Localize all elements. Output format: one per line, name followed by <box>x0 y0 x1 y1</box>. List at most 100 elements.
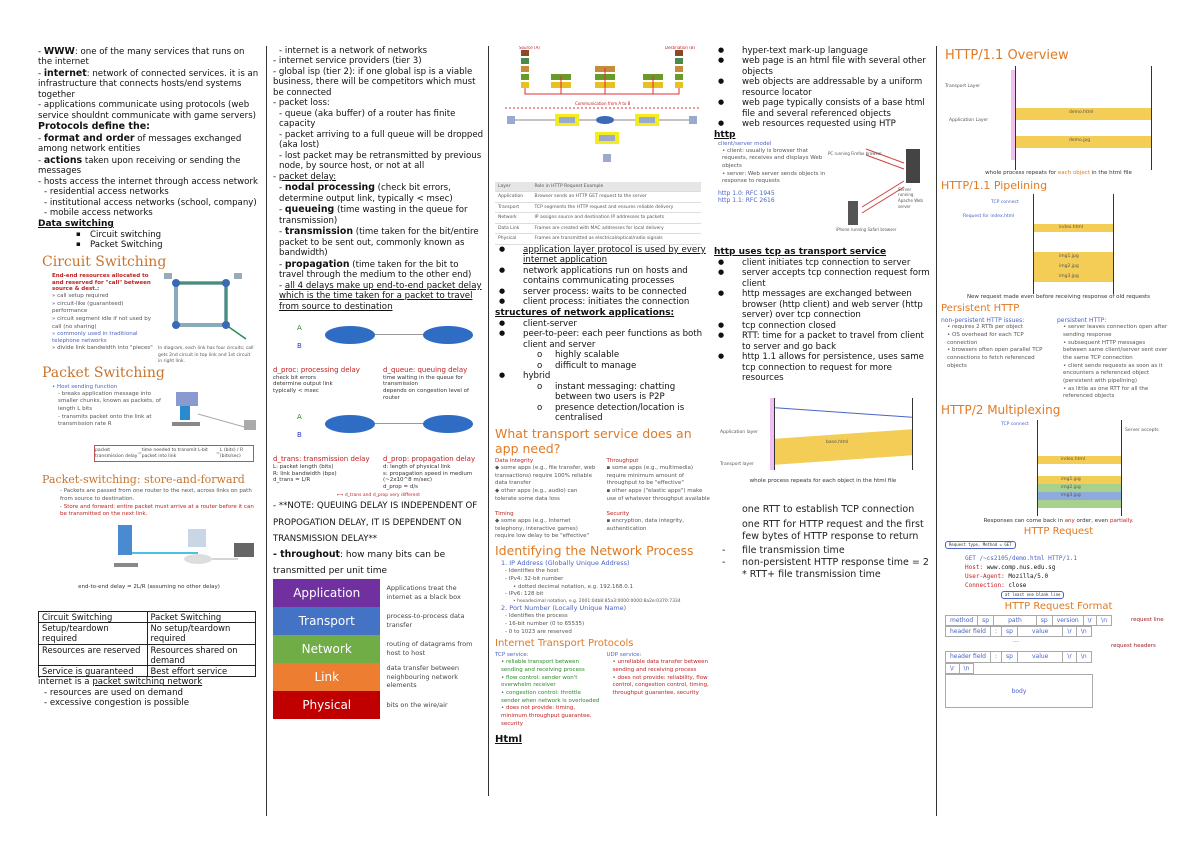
format-row-blank: \r\n <box>945 662 975 675</box>
store-forward-slide: Packet-switching: store-and-forward - Pa… <box>38 472 260 611</box>
list-item: Circuit switching <box>38 230 260 240</box>
rtt-breakdown: one RTT to establish TCP connection one … <box>714 504 932 580</box>
client-server-diagram: PC running Firefox browser Server runnin… <box>826 141 926 241</box>
html-points: hyper-text mark-up language web page is … <box>714 46 932 130</box>
list-item: • requires 2 RTTs per object <box>947 324 1023 331</box>
list-item: http 1.1 allows for persistence, uses sa… <box>714 352 932 383</box>
format-cell: value <box>1016 626 1064 638</box>
list-item: • client sends requests as soon as it en… <box>1063 362 1163 384</box>
list-item: peer-to-peer: each peer functions as bot… <box>495 329 710 350</box>
list-item: RTT: time for a packet to travel from cl… <box>714 331 932 352</box>
packet-switching-slide: Packet Switching • Host sending function… <box>38 364 260 473</box>
diagram-label: Application Layer <box>949 117 989 123</box>
need-point: ▪ some apps (e.g., multimedia) require m… <box>606 464 694 487</box>
slide-lead: End-end resources allocated to and reser… <box>52 272 151 293</box>
delay-formula-box: packet transmission delay=time needed to… <box>94 445 254 463</box>
http-heading: http <box>714 129 736 140</box>
layer-transport: Transport <box>273 606 381 635</box>
list-item: • subsequent HTTP messages between same … <box>1063 339 1168 361</box>
layer-desc: routing of datagrams from host to host <box>386 640 473 657</box>
slide-title: Persistent HTTP <box>941 302 1020 314</box>
layer-network: Network <box>273 634 381 663</box>
list-item: presence detection/location is centralis… <box>495 403 710 424</box>
column-4: hyper-text mark-up language web page is … <box>714 46 932 816</box>
pipelining-diagram: TCP connect Request for index.html index… <box>941 193 1176 294</box>
list-item: • as little as one RTT for all the refer… <box>1063 385 1149 400</box>
http-model-slide: client/server model • client: usually is… <box>714 141 932 241</box>
note-line: - global isp (tier 2): if one global isp… <box>273 66 476 98</box>
delay-title: d_trans: transmission delay <box>273 455 370 464</box>
table-cell: Service is guaranteed <box>38 665 148 678</box>
table-header-cell: Role in HTTP Request Example <box>531 182 701 193</box>
diagram-label: Server running Apache Web server <box>898 186 923 209</box>
list-item: time waiting in the queue for transmissi… <box>383 374 464 388</box>
protocol-hosts: - hosts access the internet through acce… <box>38 176 258 187</box>
request-line: Host: www.comp.nus.edu.sg <box>965 563 1056 571</box>
structures-heading: structures of network applications: <box>495 307 675 318</box>
layer-desc: data transfer between neighbouring netwo… <box>386 664 460 690</box>
diagram-label: demo.html <box>1069 109 1094 115</box>
list-item: d: length of physical link <box>383 463 451 470</box>
diagram-label: Destination (B) <box>665 46 696 50</box>
need-point: ◆ some apps (e.g., file transfer, web tr… <box>495 464 596 487</box>
sub-heading: persistent HTTP: <box>1057 316 1107 324</box>
http-sequence-diagram: Application layer Transport layer base.h… <box>714 397 932 478</box>
note-line: - internet service providers (tier 3) <box>273 56 422 67</box>
list-item: Packet Switching <box>38 240 260 250</box>
diagram-label: Server accepts <box>1125 427 1159 433</box>
slide-title: HTTP/1.1 Pipelining <box>941 178 1048 192</box>
slide-title: Packet Switching <box>42 364 165 381</box>
slide-bullet: • Host sending function <box>52 383 118 390</box>
table-header-cell: Circuit Switching <box>38 610 148 624</box>
access-network-item: - residential access networks <box>44 187 169 198</box>
http-request-example: Request type, Method = GET GET /~cs2105/… <box>941 540 1176 600</box>
data-switching-list: Circuit switching Packet Switching <box>38 230 260 251</box>
need-title: Throughput <box>606 458 639 465</box>
list-item: client-server <box>495 319 710 329</box>
rtt-point: -file transmission time <box>722 544 845 556</box>
rtt-point: one RTT to establish TCP connection <box>742 504 915 516</box>
slide-bullet: » circuit segment idle if not used by ca… <box>52 316 152 330</box>
format-cell: sp <box>977 614 995 627</box>
diagram-label: demo.jpg <box>1069 137 1091 143</box>
tcp-udp-grid: TCP service: • reliable transport betwee… <box>495 652 710 728</box>
list-item: • browsers often open parallel TCP conne… <box>947 347 1043 369</box>
diagram-label: index.html <box>1059 224 1083 230</box>
delay-types-2: d_trans: transmission delay L: packet le… <box>273 455 484 490</box>
delay-diagram-1: A B <box>273 314 484 364</box>
p2p-sublist: highly scalable difficult to manage <box>495 350 710 371</box>
list-item: difficult to manage <box>495 361 710 372</box>
throughput-def: - throughout: how many bits can be trans… <box>273 549 446 576</box>
delay-item: - nodal processing (check bit errors, de… <box>279 182 453 204</box>
diagram-label: img2.jpg <box>1059 263 1079 269</box>
transport-needs-grid: Data integrity ◆ some apps (e.g., file t… <box>495 458 710 541</box>
list-item: s: propagation speed in medium (~2x10^8 … <box>383 470 473 484</box>
layer-row-network: Network routing of datagrams from host t… <box>273 634 484 663</box>
diagram-label: iPhone running Safari browser <box>836 226 897 232</box>
list-item: client initiates tcp connection to serve… <box>714 258 932 268</box>
queuing-note: - **NOTE: QUEUING DELAY IS INDEPENDENT O… <box>273 501 478 544</box>
delay-title: d_proc: processing delay <box>273 366 360 375</box>
slide-title: What transport service does an app need? <box>495 425 692 456</box>
slide-bullet: • server: Web server sends objects in re… <box>722 170 826 185</box>
layer-row-transport: Transport process-to-process data transf… <box>273 606 484 635</box>
intro-apps: - applications communicate using protoco… <box>38 100 257 121</box>
rtt-point: one RTT for HTTP request and the first f… <box>742 519 924 543</box>
list-item: web resources requested using HTP <box>714 119 932 129</box>
tcp-point: • does not provide: timing, minimum thro… <box>501 705 592 727</box>
table-row: Service is guaranteed Best effort servic… <box>38 665 256 678</box>
list-item: network applications run on hosts and co… <box>495 266 710 287</box>
list-item: application layer protocol is used by ev… <box>495 245 710 266</box>
list-item: L: packet length (bits) <box>273 463 334 470</box>
format-cell: : <box>989 651 1003 663</box>
format-label: request line <box>1131 616 1164 623</box>
rtt-point: -non-persistent HTTP response time = 2 *… <box>722 556 929 580</box>
list-item: server accepts tcp connection request fo… <box>714 268 932 289</box>
delay-item: - transmission (time taken for the bit/e… <box>279 226 479 259</box>
table-cell: Network <box>495 212 532 224</box>
table-cell: Physical <box>495 233 532 245</box>
slide-title: Circuit Switching <box>42 253 167 270</box>
layer-row-application: Application Applications treat the inter… <box>273 578 484 607</box>
